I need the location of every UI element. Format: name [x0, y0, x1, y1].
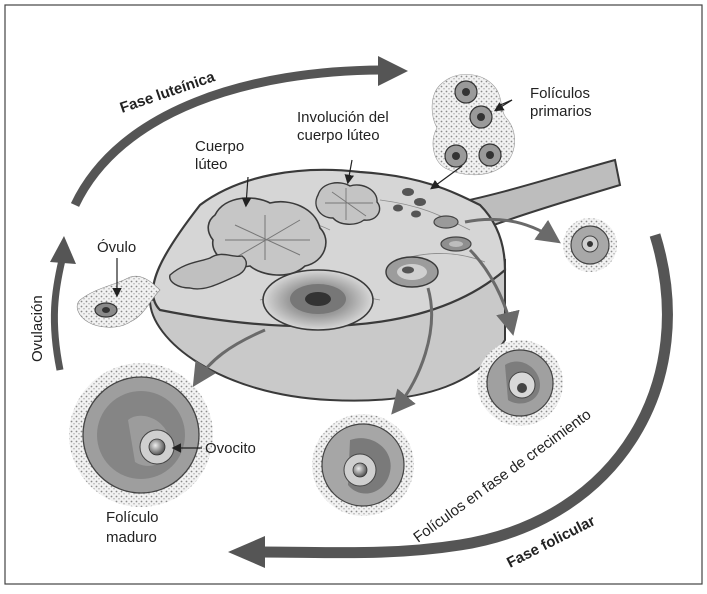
large-follicle — [263, 270, 373, 330]
mature-follicle — [69, 363, 213, 507]
label-ovulacion: Ovulación — [29, 295, 46, 362]
growing-follicle-medium — [477, 340, 563, 426]
label-fase-luteinica: Fase luteínica — [118, 68, 218, 117]
primary-follicles-cluster — [432, 74, 515, 174]
label-ovocito: Ovocito — [205, 440, 256, 457]
follicular-arrowhead — [228, 536, 265, 568]
luteal-arrowhead — [378, 56, 408, 86]
released-ovum — [77, 276, 160, 327]
label-ovulo: Óvulo — [97, 239, 136, 256]
growing-follicle-large — [312, 414, 414, 516]
medium-follicle — [386, 257, 438, 287]
ovulation-arc — [54, 260, 62, 370]
growing-follicle-small — [563, 218, 617, 272]
label-fase-folicular: Fase folicular — [504, 512, 598, 571]
ovulation-arrowhead — [50, 236, 76, 264]
surface-follicle-1 — [434, 216, 458, 228]
